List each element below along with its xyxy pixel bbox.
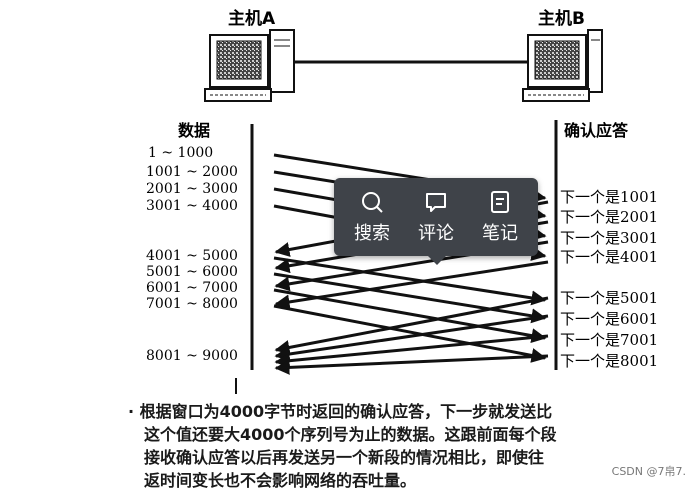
host-a-title: 主机A: [228, 8, 276, 29]
segment-label: 1 ~ 1000: [148, 145, 213, 161]
ack-label: 下一个是7001: [560, 331, 658, 349]
search-button-label: 搜索: [354, 223, 390, 244]
note-button-label: 笔记: [482, 223, 518, 244]
selection-toolbar: 搜索 评论 笔记: [334, 178, 538, 265]
host-b-computer-icon: [522, 29, 603, 102]
segment-label: 3001 ~ 4000: [146, 198, 238, 214]
search-icon: [362, 192, 383, 213]
ack-label: 下一个是3001: [560, 229, 658, 247]
ack-arrow: [274, 260, 549, 310]
host-b-title: 主机B: [538, 8, 585, 29]
note-line: · 根据窗口为4000字节时返回的确认应答，下一步就发送比: [128, 402, 553, 421]
ack-label: 下一个是1001: [560, 188, 658, 206]
note-line: 返时间变长也不会影响网络的吞吐量。: [144, 471, 417, 490]
note-icon: [491, 191, 509, 213]
segment-label: 4001 ~ 5000: [146, 248, 238, 264]
note-line: 这个值还要大4000个序列号为止的数据。这跟前面每个段: [144, 425, 557, 444]
comment-button[interactable]: 评论: [406, 189, 466, 245]
ack-arrow: [274, 354, 549, 375]
data-column-title: 数据: [178, 121, 210, 140]
caption-note: · 根据窗口为4000字节时返回的确认应答，下一步就发送比 这个值还要大4000…: [128, 400, 668, 492]
ack-arrow: [274, 334, 549, 369]
ack-column-title: 确认应答: [564, 121, 629, 140]
segment-label: 6001 ~ 7000: [146, 280, 238, 296]
ack-label: 下一个是4001: [560, 248, 658, 266]
comment-icon: [426, 193, 446, 212]
segment-label: 7001 ~ 8000: [146, 296, 238, 312]
segment-label: 5001 ~ 6000: [146, 264, 238, 280]
comment-button-label: 评论: [418, 223, 454, 244]
ack-label: 下一个是5001: [560, 289, 658, 307]
ack-label: 下一个是2001: [560, 208, 658, 226]
host-a-computer-icon: [204, 29, 295, 102]
search-button[interactable]: 搜索: [342, 189, 402, 245]
segment-arrow: [273, 304, 547, 363]
ack-label: 下一个是6001: [560, 310, 658, 328]
ack-arrow: [274, 296, 549, 355]
ack-arrow: [274, 314, 549, 362]
note-button[interactable]: 笔记: [470, 189, 530, 245]
ack-label: 下一个是8001: [560, 352, 658, 370]
segment-label: 1001 ~ 2000: [146, 164, 238, 180]
segment-arrow: [273, 256, 547, 306]
note-line: 接收确认应答以后再发送另一个新段的情况相比，即使往: [144, 448, 545, 467]
segment-label: 8001 ~ 9000: [146, 348, 238, 364]
segment-arrow: [273, 272, 547, 324]
watermark: CSDN @7帛7.: [609, 463, 688, 479]
segment-label: 2001 ~ 3000: [146, 181, 238, 197]
